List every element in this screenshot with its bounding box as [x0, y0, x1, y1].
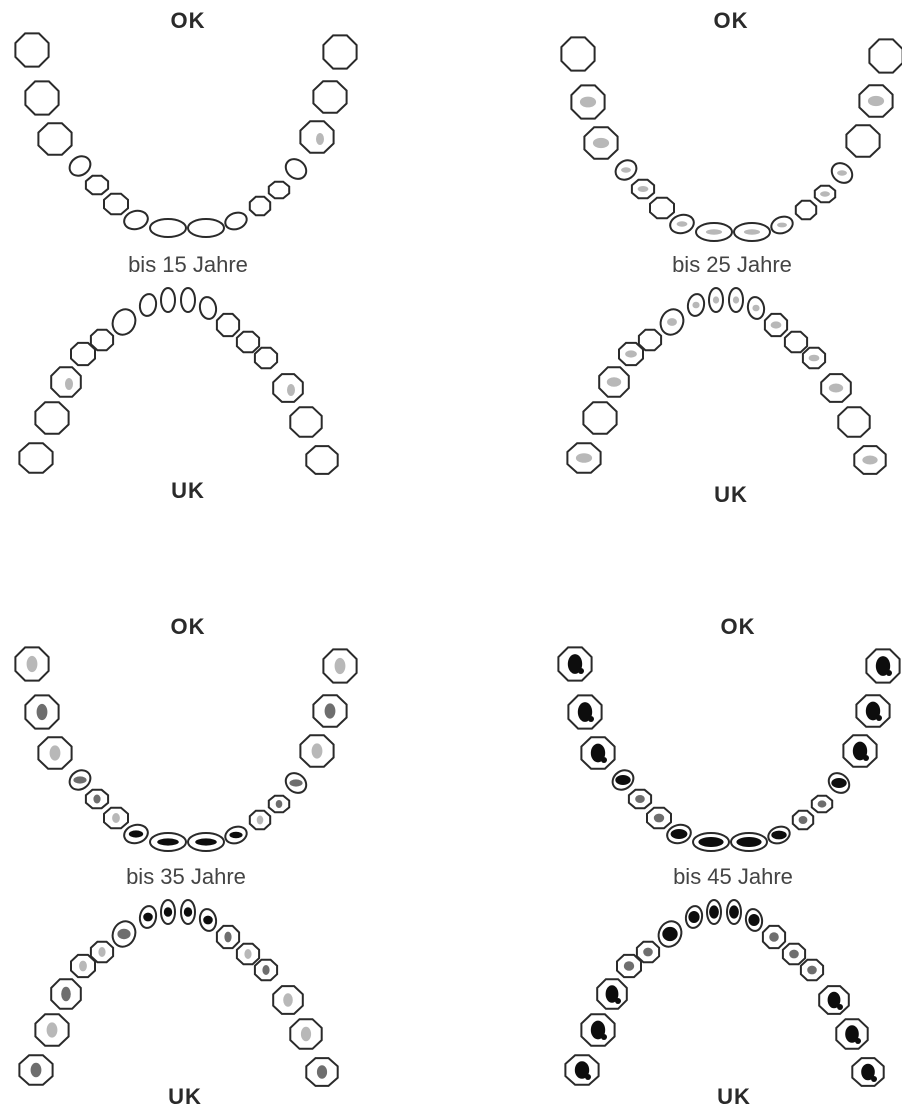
tooth-shade: [164, 907, 172, 917]
panel-age-35: OK bis 35 Jahre UK: [0, 558, 451, 1117]
tooth-shade: [769, 932, 779, 942]
tooth-shade: [287, 384, 295, 396]
tooth-shade: [607, 377, 621, 387]
tooth-shade: [667, 318, 677, 326]
tooth-shade: [807, 966, 817, 975]
tooth-shade: [117, 929, 130, 939]
molar-tooth: [306, 446, 337, 474]
tooth-shade: [625, 350, 637, 357]
tooth-shade: [65, 378, 73, 390]
tooth-shade: [606, 985, 619, 1003]
tooth-shade: [203, 916, 213, 925]
tooth-shade: [713, 296, 719, 303]
panel-age-15: OK bis 15 Jahre UK: [0, 0, 451, 558]
panel-age-45: OK bis 45 Jahre UK: [451, 558, 902, 1117]
molar-tooth: [785, 332, 807, 352]
molar-tooth: [35, 402, 68, 433]
tooth-shade: [98, 947, 105, 957]
lower-jaw-label: UK: [168, 1084, 202, 1110]
incisor-tooth: [161, 288, 175, 312]
tooth-shade: [733, 296, 739, 303]
molar-tooth: [583, 402, 616, 433]
tooth-shade: [143, 913, 153, 922]
incisor-tooth: [109, 306, 140, 339]
tooth-shade: [283, 993, 293, 1007]
tooth-shade: [576, 453, 592, 463]
tooth-shade: [262, 965, 269, 975]
molar-tooth: [255, 348, 277, 368]
tooth-shade: [244, 949, 251, 959]
tooth-shade: [809, 355, 820, 362]
tooth-shade: [688, 911, 699, 923]
lower-dental-arch: [451, 558, 902, 1117]
molar-tooth: [19, 443, 52, 473]
lower-dental-arch: [0, 558, 451, 1117]
molar-tooth: [217, 314, 239, 336]
tooth-shade: [575, 1061, 589, 1079]
tooth-shade: [47, 1022, 58, 1037]
tooth-shade: [748, 914, 759, 926]
incisor-tooth: [138, 293, 158, 317]
tooth-shade: [789, 950, 799, 959]
tooth-shade: [591, 1021, 605, 1040]
tooth-shade: [624, 961, 634, 971]
tooth-shade: [224, 932, 231, 943]
tooth-shade: [828, 992, 841, 1009]
tooth-shade: [643, 948, 653, 957]
panel-age-25: OK bis 25 Jahre UK: [451, 0, 902, 558]
lower-dental-arch: [0, 0, 451, 558]
tooth-shade: [79, 961, 87, 972]
lower-dental-arch: [451, 0, 902, 558]
molar-tooth: [639, 330, 661, 350]
tooth-shade: [317, 1065, 327, 1079]
tooth-shade: [61, 987, 71, 1001]
incisor-tooth: [198, 296, 218, 320]
tooth-shade: [692, 302, 699, 309]
molar-tooth: [237, 332, 259, 352]
tooth-shade: [752, 305, 759, 312]
incisor-tooth: [181, 288, 195, 312]
lower-jaw-label: UK: [171, 478, 205, 504]
tooth-shade: [861, 1064, 875, 1081]
molar-tooth: [71, 343, 95, 365]
molar-tooth: [290, 407, 321, 437]
tooth-shade: [301, 1027, 311, 1041]
molar-tooth: [838, 407, 869, 437]
molar-tooth: [91, 330, 113, 350]
tooth-shade: [845, 1025, 859, 1043]
tooth-shade: [862, 456, 877, 465]
tooth-shade: [662, 927, 677, 941]
tooth-shade: [829, 384, 843, 393]
tooth-shade: [31, 1063, 42, 1077]
tooth-shade: [709, 905, 719, 918]
lower-jaw-label: UK: [714, 482, 748, 508]
tooth-shade: [729, 905, 739, 918]
tooth-shade: [184, 907, 192, 917]
tooth-shade: [771, 321, 782, 328]
lower-jaw-label: UK: [717, 1084, 751, 1110]
